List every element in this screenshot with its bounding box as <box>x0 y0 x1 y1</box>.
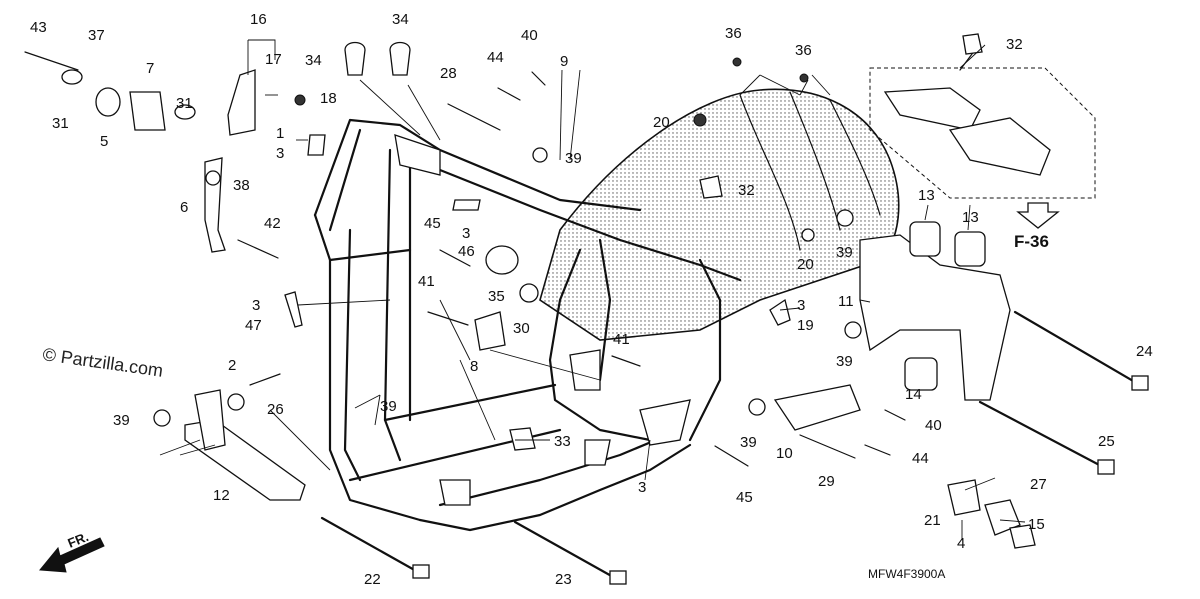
callout-17: 17 <box>265 51 282 68</box>
drawing-code: MFW4F3900A <box>868 567 945 581</box>
callout-44b: 44 <box>912 450 929 467</box>
callout-12: 12 <box>213 487 230 504</box>
callout-39e: 39 <box>380 398 397 415</box>
callout-36b: 36 <box>795 42 812 59</box>
right-bracket-assembly <box>773 209 1149 475</box>
callout-39f: 39 <box>740 434 757 451</box>
reference-arrow <box>1016 202 1060 229</box>
callout-5: 5 <box>100 133 108 150</box>
callout-32a: 32 <box>1006 36 1023 53</box>
callout-31a: 31 <box>52 115 69 132</box>
callout-40b: 40 <box>925 417 942 434</box>
callout-33: 33 <box>554 433 571 450</box>
callout-26: 26 <box>267 401 284 418</box>
callout-24: 24 <box>1136 343 1153 360</box>
callout-3a: 3 <box>276 145 284 162</box>
callout-38: 38 <box>233 177 250 194</box>
callout-41a: 41 <box>418 273 435 290</box>
leader-lines <box>159 39 1026 540</box>
callout-45a: 45 <box>424 215 441 232</box>
callout-13a: 13 <box>918 187 935 204</box>
callout-11: 11 <box>838 293 854 310</box>
callout-32b: 32 <box>738 182 755 199</box>
callout-25: 25 <box>1098 433 1115 450</box>
callout-36a: 36 <box>725 25 742 42</box>
front-direction-label: FR. <box>66 529 91 551</box>
callout-34b: 34 <box>392 11 409 28</box>
callout-35: 35 <box>488 288 505 305</box>
callout-3c: 3 <box>797 297 805 314</box>
callout-1: 1 <box>276 125 284 142</box>
fasteners <box>24 33 1036 549</box>
main-frame <box>313 88 900 532</box>
callout-10: 10 <box>776 445 793 462</box>
callout-28: 28 <box>440 65 457 82</box>
callout-45b: 45 <box>736 489 753 506</box>
callout-23: 23 <box>555 571 572 588</box>
callout-labels: 43 37 7 31 5 31 6 38 42 16 17 18 1 3 34 … <box>30 11 1153 588</box>
callout-14: 14 <box>905 386 922 403</box>
callout-21: 21 <box>924 512 941 529</box>
callout-34a: 34 <box>305 52 322 69</box>
callout-6: 6 <box>180 199 188 216</box>
callout-43: 43 <box>30 19 47 36</box>
callout-39d: 39 <box>113 412 130 429</box>
callout-27: 27 <box>1030 476 1047 493</box>
reference-tag: F-36 <box>1014 232 1049 251</box>
callout-22: 22 <box>364 571 381 588</box>
callout-15: 15 <box>1028 516 1045 533</box>
watermark: © Partzilla.com <box>41 344 164 381</box>
callout-8: 8 <box>470 358 478 375</box>
callout-3d: 3 <box>252 297 260 314</box>
callout-9: 9 <box>560 53 568 70</box>
callout-41b: 41 <box>613 331 630 348</box>
callout-46: 46 <box>458 243 475 260</box>
callout-44a: 44 <box>487 49 504 66</box>
left-assembly <box>61 41 627 585</box>
callout-18: 18 <box>320 90 337 107</box>
callout-3b: 3 <box>462 225 470 242</box>
callout-7: 7 <box>146 60 154 77</box>
callout-39a: 39 <box>565 150 582 167</box>
callout-40a: 40 <box>521 27 538 44</box>
callout-39c: 39 <box>836 353 853 370</box>
front-direction-arrow <box>39 537 105 573</box>
callout-4: 4 <box>957 535 965 552</box>
callout-39b: 39 <box>836 244 853 261</box>
callout-3e: 3 <box>638 479 646 496</box>
callout-37: 37 <box>88 27 105 44</box>
callout-42: 42 <box>264 215 281 232</box>
callout-47: 47 <box>245 317 262 334</box>
callout-20a: 20 <box>653 114 670 131</box>
callout-29: 29 <box>818 473 835 490</box>
callout-19: 19 <box>797 317 814 334</box>
callout-20b: 20 <box>797 256 814 273</box>
callout-31b: 31 <box>176 95 193 112</box>
callout-16: 16 <box>250 11 267 28</box>
callout-13b: 13 <box>962 209 979 226</box>
subassembly-box <box>869 49 1096 199</box>
callout-2: 2 <box>228 357 236 374</box>
callout-30: 30 <box>513 320 530 337</box>
